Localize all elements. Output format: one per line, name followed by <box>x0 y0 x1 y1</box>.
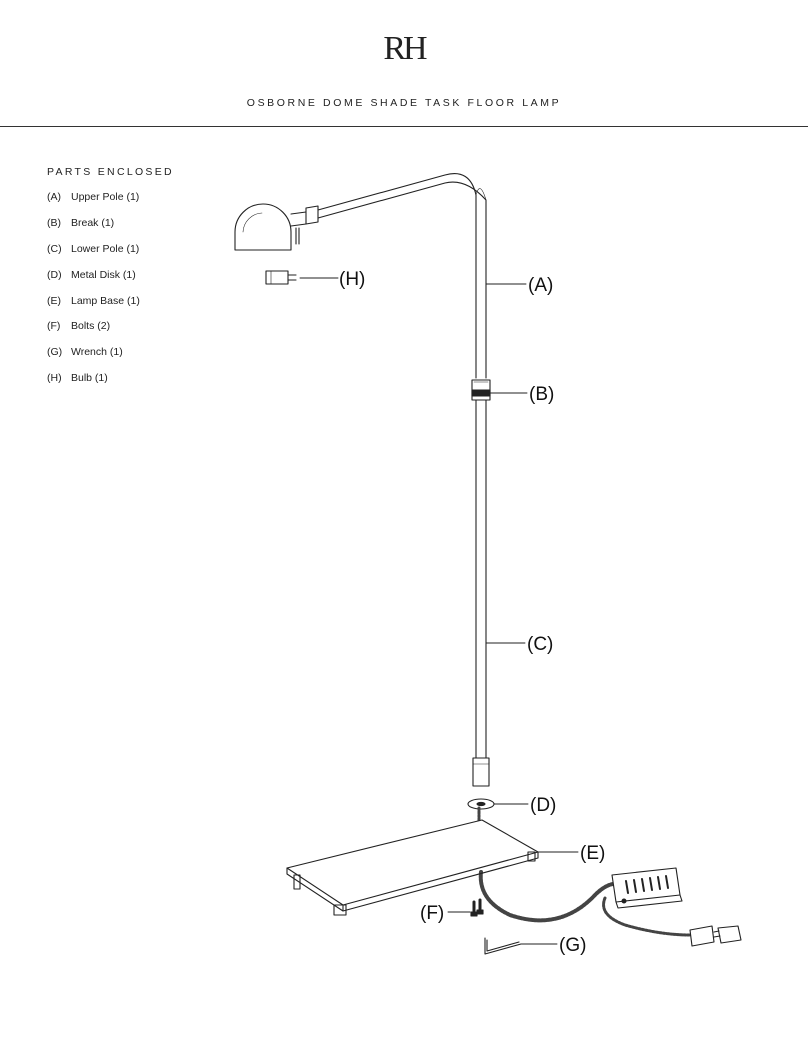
parts-list: (A) Upper Pole (1) (B) Break (1) (C) Lower … <box>47 191 140 398</box>
part-code: (G) <box>47 346 63 359</box>
header-divider <box>0 126 808 127</box>
part-code: (C) <box>47 242 62 255</box>
callout-g: (G) <box>559 935 586 956</box>
part-label: Lower Pole (1) <box>71 242 140 255</box>
callout-f: (F) <box>420 903 444 924</box>
part-code: (F) <box>47 320 61 333</box>
part-label: Upper Pole (1) <box>71 191 140 203</box>
callout-leaders <box>299 277 579 945</box>
dimmer-switch <box>611 867 683 909</box>
callout-a: (A) <box>528 275 553 296</box>
wrench <box>484 937 522 955</box>
part-label: Lamp Base (1) <box>71 294 140 307</box>
part-code: (B) <box>47 216 61 229</box>
part-label: Bolts (2) <box>71 320 111 333</box>
lamp-base <box>286 819 539 916</box>
part-item-f: (F) Bolts (2) <box>47 320 140 346</box>
callout-e: (E) <box>580 843 605 864</box>
bolts <box>470 898 484 917</box>
part-item-b: (B) Break (1) <box>47 217 140 243</box>
part-label: Break (1) <box>71 216 115 229</box>
part-item-d: (D) Metal Disk (1) <box>47 269 140 295</box>
part-item-e: (E) Lamp Base (1) <box>47 295 140 321</box>
pole-break <box>471 379 491 401</box>
part-item-g: (G) Wrench (1) <box>47 346 140 372</box>
metal-disk <box>467 798 495 810</box>
callout-labels: (H) (A) (B) (C) (D) (E) (F) (G) <box>339 269 605 956</box>
part-code: (H) <box>47 372 62 385</box>
callout-b: (B) <box>529 384 554 405</box>
upper-pole <box>317 173 487 379</box>
part-code: (D) <box>47 268 62 281</box>
power-plug <box>689 925 742 947</box>
callout-h: (H) <box>339 269 365 290</box>
part-label: Metal Disk (1) <box>71 268 136 281</box>
part-code: (A) <box>47 191 61 203</box>
document-title: OSBORNE DOME SHADE TASK FLOOR LAMP <box>246 97 562 109</box>
callout-d: (D) <box>530 795 556 816</box>
part-code: (E) <box>47 294 61 307</box>
brand-logo: RH <box>383 30 427 67</box>
lower-pole <box>472 399 490 787</box>
part-label: Bulb (1) <box>71 372 108 385</box>
part-item-h: (H) Bulb (1) <box>47 372 140 398</box>
callout-c: (C) <box>527 634 553 655</box>
bulb <box>265 270 297 285</box>
dome-shade <box>234 203 319 251</box>
part-item-c: (C) Lower Pole (1) <box>47 243 140 269</box>
parts-heading: PARTS ENCLOSED <box>47 166 174 178</box>
part-label: Wrench (1) <box>71 346 123 359</box>
part-item-a: (A) Upper Pole (1) <box>47 191 140 217</box>
